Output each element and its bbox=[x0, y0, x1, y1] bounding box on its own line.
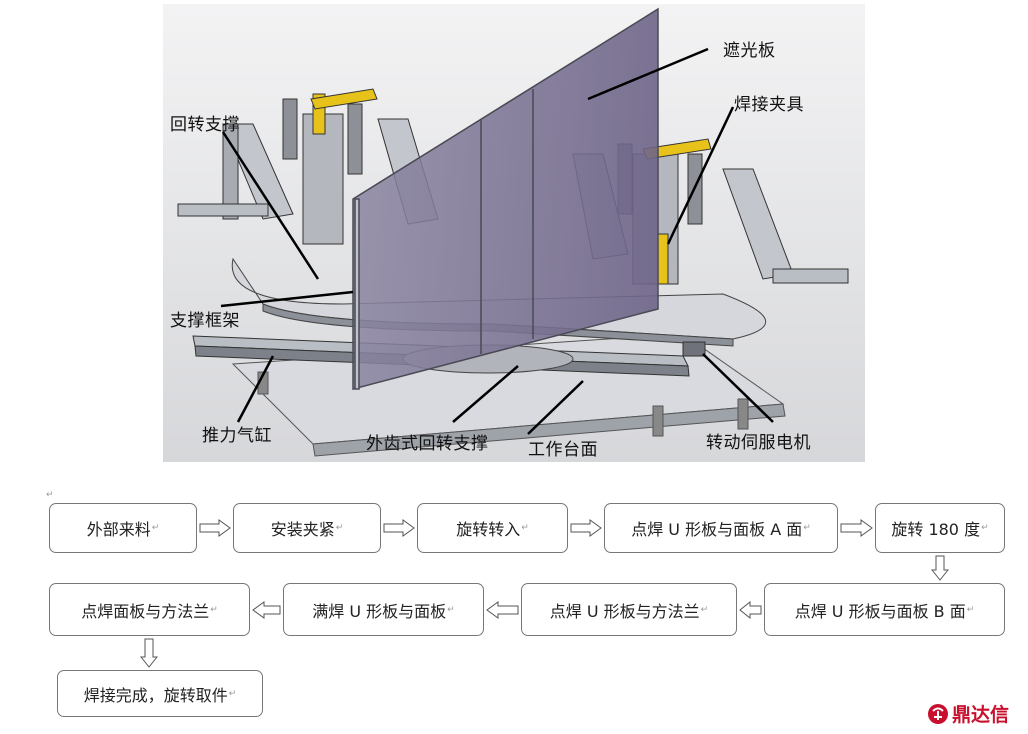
leader-lines bbox=[220, 47, 774, 435]
arrow-right-icon bbox=[570, 519, 602, 537]
shade-panel bbox=[352, 7, 659, 390]
arrow-right-icon bbox=[199, 519, 231, 537]
arrow-left-icon bbox=[739, 601, 762, 619]
flow-step-label: 点焊面板与方法兰 bbox=[81, 601, 210, 621]
flow-step-spot-weld-a: 点焊 U 形板与面板 A 面↵ bbox=[604, 503, 838, 553]
flow-step-spot-weld-flange: 点焊 U 形板与方法兰↵ bbox=[521, 583, 737, 636]
arrow-right-icon bbox=[840, 519, 873, 537]
callout-worktable: 工作台面 bbox=[528, 440, 598, 460]
flow-step-label: 点焊 U 形板与方法兰 bbox=[549, 601, 700, 621]
arrow-down-icon bbox=[931, 555, 949, 581]
flow-step-incoming-material: 外部来料↵ bbox=[49, 503, 197, 553]
return-mark: ↵ bbox=[521, 523, 529, 533]
flow-step-spot-weld-b: 点焊 U 形板与面板 B 面↵ bbox=[764, 583, 1005, 636]
servo-motor bbox=[682, 341, 706, 357]
return-mark: ↵ bbox=[151, 523, 160, 533]
callout-external-gear-slewing: 外齿式回转支撑 bbox=[366, 434, 489, 454]
flow-step-complete: 焊接完成，旋转取件↵ bbox=[57, 670, 263, 717]
flow-step-label: 外部来料 bbox=[86, 520, 151, 539]
flow-step-spot-weld-panel-flange: 点焊面板与方法兰↵ bbox=[49, 583, 250, 636]
flow-step-install-clamp: 安装夹紧↵ bbox=[233, 503, 381, 553]
callout-support-frame: 支撑框架 bbox=[170, 311, 240, 331]
flow-step-label: 安装夹紧 bbox=[270, 520, 335, 539]
callout-thrust-cylinder: 推力气缸 bbox=[202, 426, 272, 446]
callout-shade-panel: 遮光板 bbox=[723, 41, 776, 61]
flow-step-label: 满焊 U 形板与面板 bbox=[312, 601, 447, 621]
brand-logo-icon bbox=[928, 703, 948, 724]
flow-step-full-weld: 满焊 U 形板与面板↵ bbox=[283, 583, 484, 636]
arrow-left-icon bbox=[252, 601, 281, 619]
watermark-logo: 鼎达信 bbox=[927, 700, 1009, 727]
return-mark: ↵ bbox=[966, 604, 975, 615]
flow-step-label: 焊接完成，旋转取件 bbox=[83, 685, 228, 705]
welding-fixture-illustration bbox=[163, 4, 865, 462]
flow-step-label: 旋转转入 bbox=[456, 520, 521, 539]
flow-step-label: 旋转 180 度 bbox=[891, 520, 981, 539]
return-mark: ↵ bbox=[803, 523, 811, 533]
return-mark: ↵ bbox=[447, 604, 455, 615]
flow-step-rotate-in: 旋转转入↵ bbox=[417, 503, 568, 553]
flow-step-rotate-180: 旋转 180 度↵ bbox=[875, 503, 1005, 553]
return-mark: ↵ bbox=[981, 523, 989, 533]
callout-weld-fixture: 焊接夹具 bbox=[734, 95, 804, 115]
return-mark: ↵ bbox=[335, 523, 344, 533]
return-mark: ↵ bbox=[210, 604, 218, 615]
arrow-down-icon bbox=[140, 638, 158, 668]
return-mark: ↵ bbox=[700, 604, 709, 615]
arrow-left-icon bbox=[486, 601, 519, 619]
return-mark: ↵ bbox=[228, 688, 237, 699]
callout-slewing-support: 回转支撑 bbox=[170, 115, 240, 135]
watermark-text: 鼎达信 bbox=[952, 704, 1010, 726]
flow-step-label: 点焊 U 形板与面板 A 面 bbox=[631, 520, 803, 539]
arrow-right-icon bbox=[383, 519, 415, 537]
flow-step-label: 点焊 U 形板与面板 B 面 bbox=[794, 601, 966, 621]
paragraph-mark: ↵ bbox=[46, 490, 54, 500]
callout-servo-motor: 转动伺服电机 bbox=[706, 433, 811, 453]
